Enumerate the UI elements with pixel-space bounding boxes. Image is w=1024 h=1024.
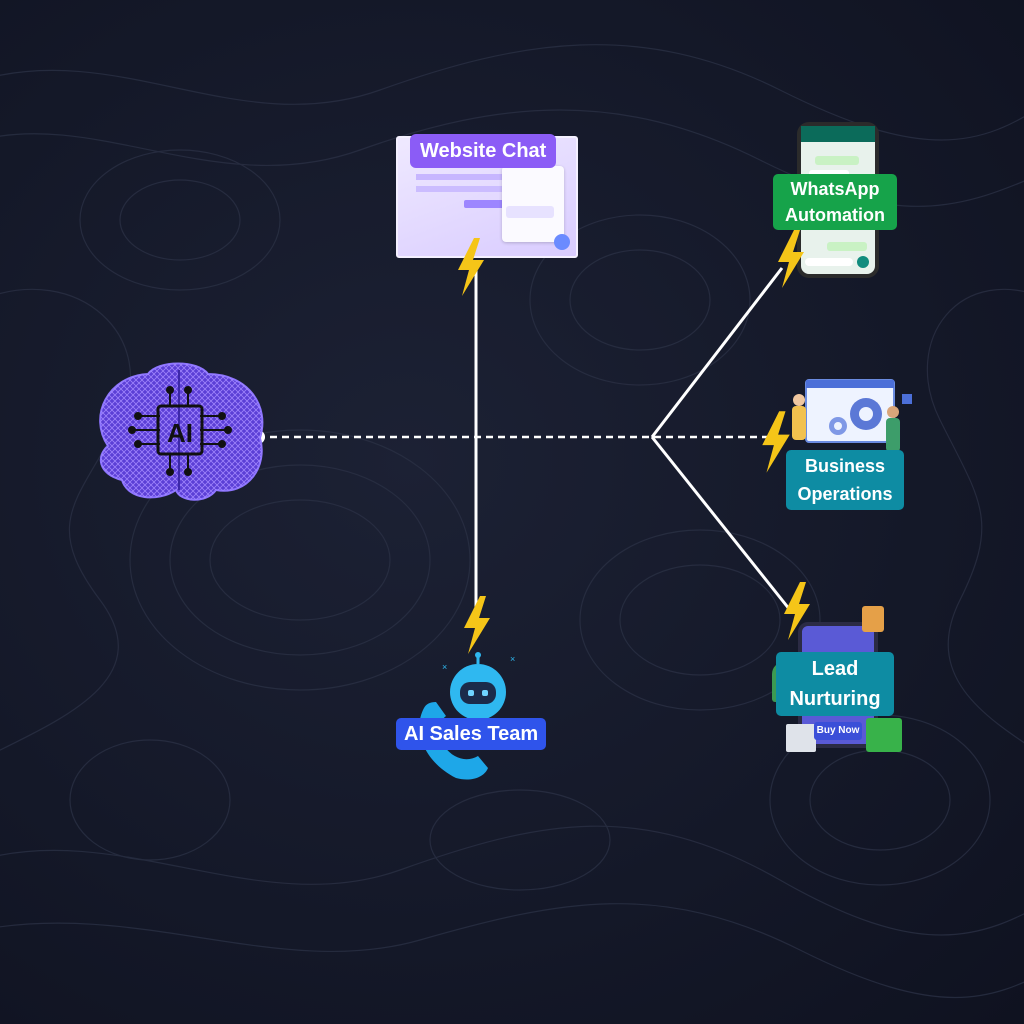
chat-popup: [502, 166, 564, 242]
business-operations-node: Business Operations: [770, 372, 930, 514]
ai-brain-hub: AI: [88, 356, 270, 506]
brain-icon: [99, 362, 264, 501]
ai-sales-team-label: AI Sales Team: [396, 718, 547, 750]
website-chat-node: Website Chat: [396, 134, 578, 258]
whatsapp-label: WhatsApp Automation: [773, 174, 897, 230]
lightning-bolt-icon: [458, 238, 484, 296]
ai-sales-team-text: AI Sales Team: [404, 723, 539, 745]
ai-chip-text: AI: [167, 418, 193, 448]
whatsapp-node: WhatsApp Automation: [770, 120, 900, 278]
lightning-bolt-icon: [762, 411, 790, 473]
lightning-bolt-icon: [784, 582, 810, 640]
buy-now-text: Buy Now: [816, 725, 860, 736]
mic-icon: [857, 256, 869, 268]
connector-to-whatsapp: [650, 267, 784, 438]
business-operations-label: Business Operations: [786, 450, 904, 510]
website-chat-label: Website Chat: [410, 134, 557, 168]
lead-nurturing-text-line2: Nurturing: [789, 688, 881, 710]
connector-to-lead: [650, 436, 792, 611]
coffee-cup-icon: [862, 606, 884, 632]
messenger-icon: [554, 234, 570, 250]
lead-nurturing-text-line1: Lead: [811, 658, 859, 680]
whatsapp-text-line1: WhatsApp: [790, 179, 880, 199]
lightning-bolt-icon: [778, 230, 804, 288]
lead-nurturing-label: Lead Nurturing: [776, 652, 894, 716]
svg-text:×: ×: [510, 654, 515, 664]
buy-now-button[interactable]: Buy Now: [814, 722, 862, 740]
lightning-bolt-icon: [464, 596, 490, 654]
cash-register-icon: [866, 718, 902, 752]
ai-sales-team-node: × × AI Sales Team: [394, 650, 560, 790]
whatsapp-text-line2: Automation: [785, 205, 885, 225]
lead-nurturing-node: Lead Nurturing Buy Now: [770, 600, 910, 756]
business-operations-text-line1: Business: [804, 456, 886, 476]
website-chat-text: Website Chat: [420, 140, 547, 162]
receipt-icon: [786, 724, 816, 752]
business-operations-text-line2: Operations: [797, 484, 893, 504]
operations-illustration: [792, 379, 912, 452]
svg-text:×: ×: [442, 662, 447, 672]
